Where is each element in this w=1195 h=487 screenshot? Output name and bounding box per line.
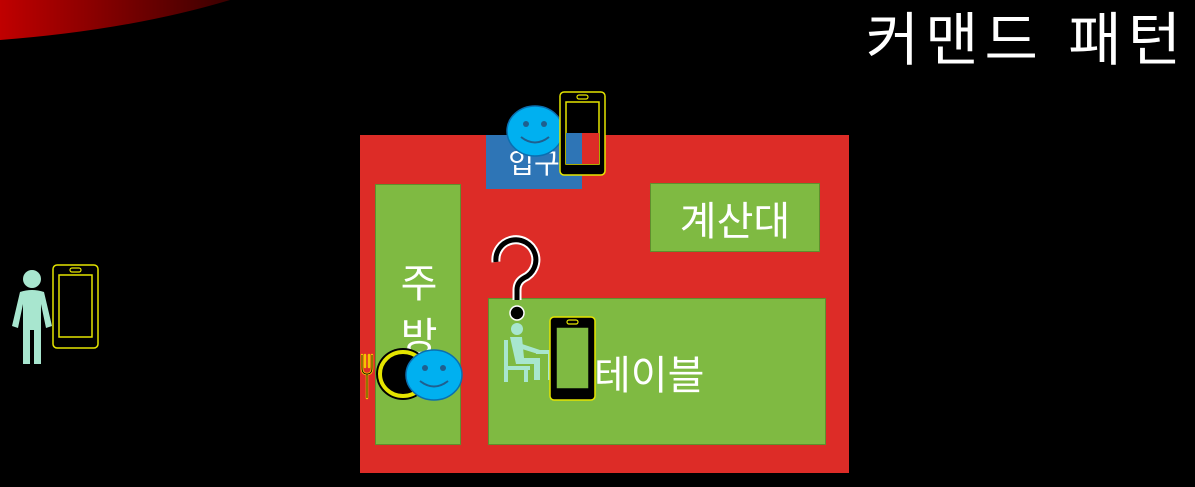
kitchen-area: 주방: [375, 184, 461, 445]
smartphone-icon: [52, 264, 99, 349]
smiley-face-icon: [506, 105, 564, 157]
red-swoosh-decoration: [0, 0, 230, 40]
page-title: 커맨드 패턴: [865, 6, 1187, 74]
person-icon: [12, 270, 52, 364]
table-label: 테이블: [594, 353, 705, 399]
smiley-face-icon: [405, 349, 463, 401]
table-area: 테이블: [488, 298, 826, 445]
smartphone-icon: [559, 91, 606, 176]
fork-icon: [360, 353, 374, 400]
question-mark-icon: [491, 235, 541, 321]
smartphone-icon: [549, 316, 596, 401]
counter-area: 계산대: [650, 183, 820, 252]
